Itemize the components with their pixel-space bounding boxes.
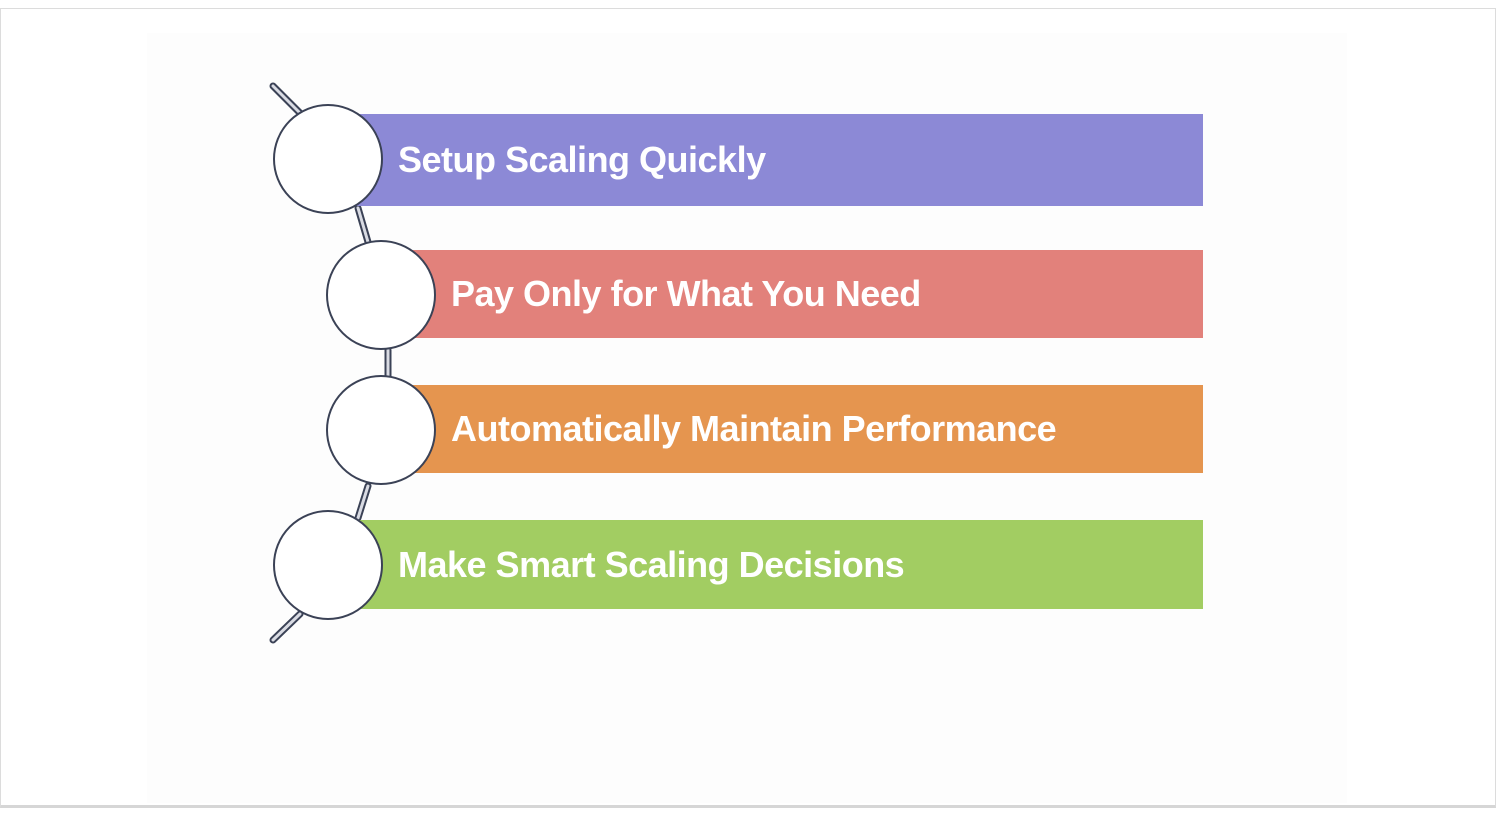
step-node-3 xyxy=(326,375,436,485)
step-label-2: Pay Only for What You Need xyxy=(451,273,921,314)
step-bar-2: Pay Only for What You Need xyxy=(383,250,1203,338)
step-label-3: Automatically Maintain Performance xyxy=(451,408,1057,449)
step-bar-1: Setup Scaling Quickly xyxy=(330,114,1203,206)
step-bar-3: Automatically Maintain Performance xyxy=(383,385,1203,473)
step-node-4 xyxy=(273,510,383,620)
step-bar-4: Make Smart Scaling Decisions xyxy=(330,520,1203,609)
step-label-4: Make Smart Scaling Decisions xyxy=(398,543,905,585)
step-node-2 xyxy=(326,240,436,350)
step-node-1 xyxy=(273,104,383,214)
step-label-1: Setup Scaling Quickly xyxy=(398,139,766,180)
